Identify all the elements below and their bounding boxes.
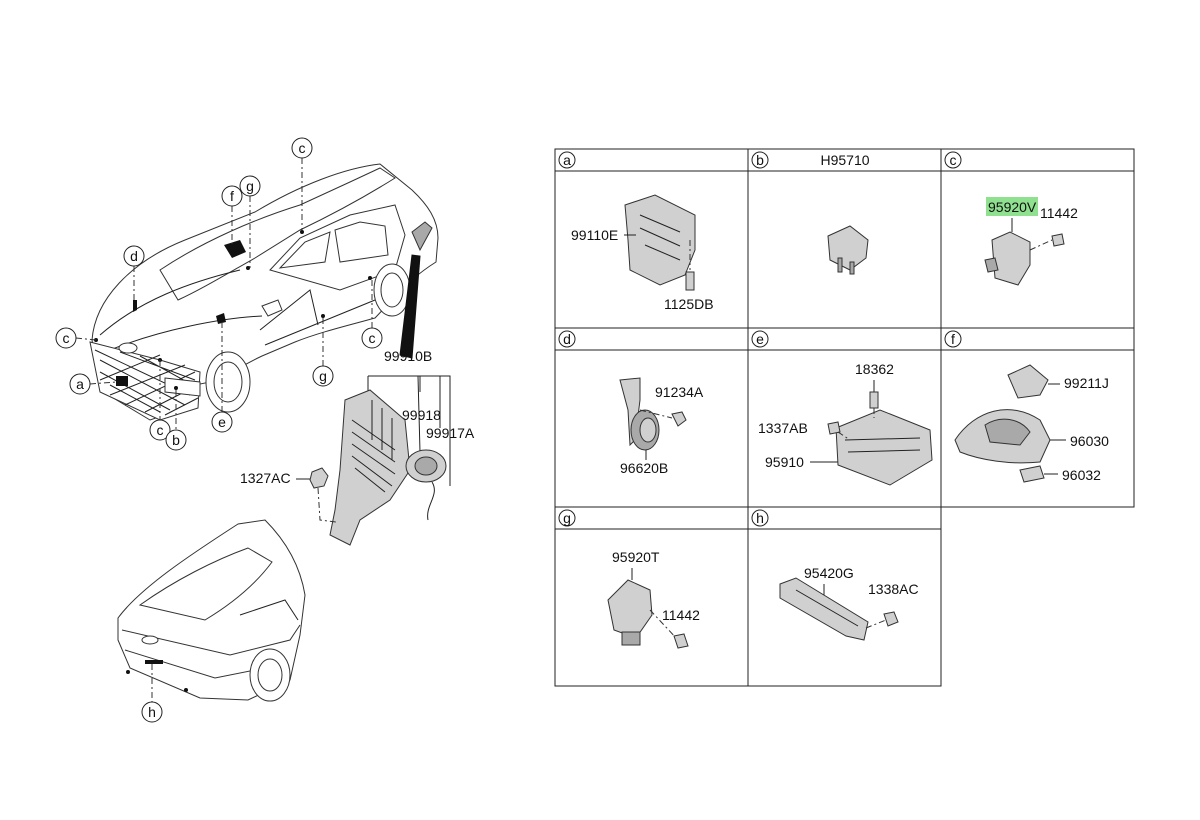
label-95920V: 95920V [988,199,1037,215]
front-car-leaders [75,158,373,430]
callout-c-left[interactable]: c [55,327,77,349]
label-99910B: 99910B [384,348,432,364]
cell-d-part [619,377,687,451]
cell-header-b-code: H95710 [820,152,869,168]
svg-text:b: b [756,152,764,168]
svg-text:b: b [172,432,180,448]
sensor-a-marker [116,376,128,386]
label-1337AB: 1337AB [758,420,808,436]
svg-text:e: e [756,331,764,347]
svg-text:d: d [563,331,571,347]
svg-text:e: e [218,414,226,430]
callout-c-right[interactable]: c [361,327,383,349]
label-1338AC: 1338AC [868,581,919,597]
label-99211J: 99211J [1064,375,1109,391]
label-95420G: 95420G [804,565,854,581]
cell-header-e: e [751,330,769,348]
label-18362: 18362 [855,361,894,377]
callout-h[interactable]: h [141,701,163,723]
label-99917A: 99917A [426,425,475,441]
callout-f[interactable]: f [221,185,243,207]
cell-header-h: h [751,509,769,527]
callout-c-bottom[interactable]: c [149,419,171,441]
svg-text:a: a [76,376,84,392]
cell-f-part [954,364,1066,483]
svg-text:c: c [299,140,306,156]
cell-c-part [984,231,1065,286]
callout-g-bottom[interactable]: g [312,365,334,387]
svg-text:h: h [148,704,156,720]
callout-c-top[interactable]: c [291,137,313,159]
svg-text:g: g [563,510,571,526]
cell-h-part [779,577,899,641]
svg-text:a: a [563,152,571,168]
callout-e[interactable]: e [211,411,233,433]
label-95910: 95910 [765,454,804,470]
label-99110E: 99110E [571,227,618,243]
label-11442-c: 11442 [1040,205,1078,221]
label-96620B: 96620B [620,460,668,476]
cell-e-part [827,391,933,486]
label-11442-g: 11442 [662,607,700,623]
cell-a-parts [624,194,696,291]
svg-text:c: c [63,330,70,346]
cell-header-f: f [944,330,962,348]
label-96032: 96032 [1062,467,1101,483]
label-1327AC: 1327AC [240,470,291,486]
label-96030: 96030 [1070,433,1109,449]
sensor-f-marker [224,240,246,258]
callout-a[interactable]: a [69,373,91,395]
svg-text:f: f [951,331,955,347]
control-module [329,389,411,546]
cell-header-g: g [558,509,576,527]
svg-text:g: g [319,368,327,384]
cell-header-d: d [558,330,576,348]
callout-d[interactable]: d [123,245,145,267]
trunk-sensor [411,221,433,252]
callout-b[interactable]: b [165,429,187,451]
label-91234A: 91234A [655,384,704,400]
svg-text:f: f [230,188,234,204]
nut-1327AC [309,467,337,523]
front-car-illustration [89,163,439,421]
cell-header-b: b [751,151,769,169]
svg-text:d: d [130,248,138,264]
rear-car-illustration [117,519,306,702]
cell-g-part [607,579,689,649]
svg-text:c: c [950,152,957,168]
cell-b-part [827,225,869,275]
svg-text:h: h [756,510,764,526]
svg-text:g: g [246,178,254,194]
cell-header-a: a [558,151,576,169]
label-95920T: 95920T [612,549,660,565]
label-1125DB: 1125DB [664,296,714,312]
label-99918: 99918 [402,407,441,423]
svg-text:c: c [369,330,376,346]
callout-g-top[interactable]: g [239,175,261,197]
svg-text:c: c [157,422,164,438]
highlight-95920V [986,197,1038,216]
speaker-unit [405,449,447,521]
cell-header-c: c [944,151,962,169]
